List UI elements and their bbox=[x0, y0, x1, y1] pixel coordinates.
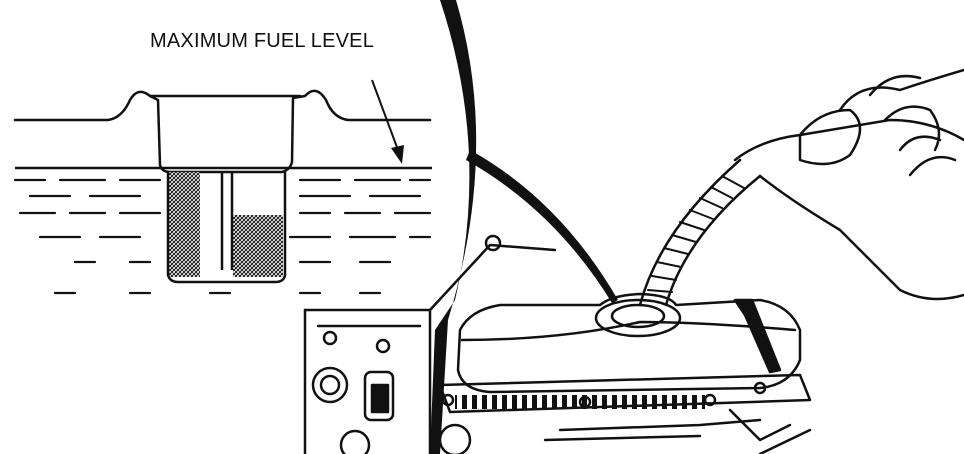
magnifier-boundary bbox=[430, 0, 618, 454]
fuel-cap-opening bbox=[596, 300, 680, 336]
fuel-container bbox=[640, 70, 964, 305]
maximum-fuel-level-label: MAXIMUM FUEL LEVEL bbox=[150, 30, 374, 53]
engine bbox=[305, 236, 810, 454]
callout-arrow bbox=[372, 80, 404, 164]
fuel-tank-cross-section bbox=[15, 91, 430, 172]
fuel-strainer bbox=[168, 172, 285, 282]
